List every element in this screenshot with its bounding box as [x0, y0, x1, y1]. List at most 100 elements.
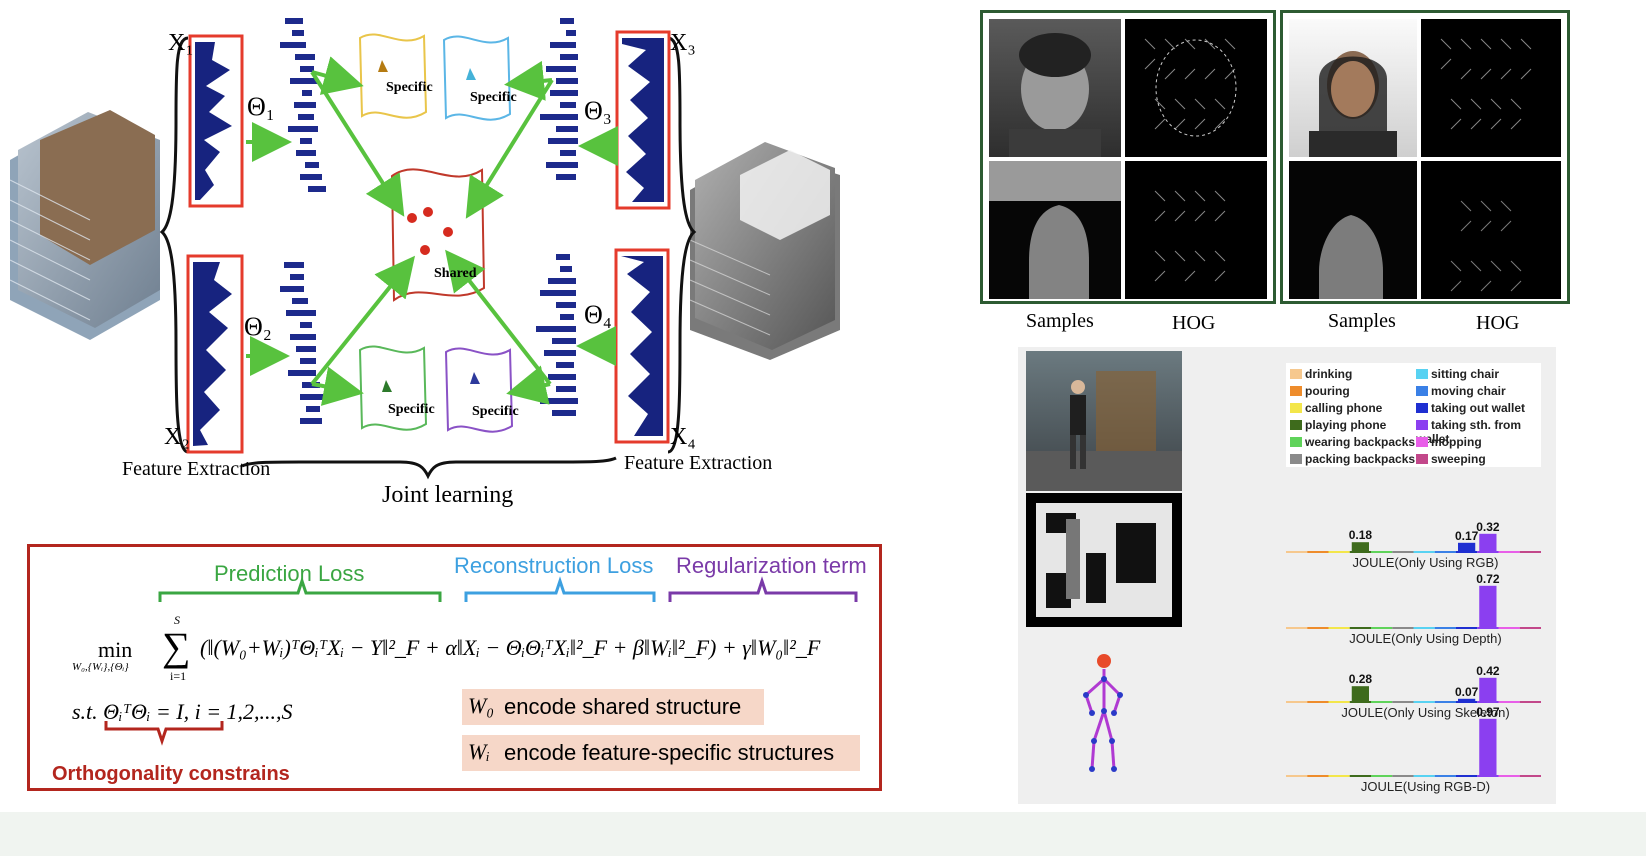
chart-baseline-segment — [1498, 551, 1520, 553]
chart-baseline-segment — [1307, 551, 1329, 553]
legend-swatch — [1290, 369, 1302, 379]
legend-label: sweeping — [1431, 452, 1486, 466]
projection-histograms — [280, 18, 578, 424]
chart-baseline-segment — [1392, 627, 1414, 629]
prediction-loss-label: Prediction Loss — [214, 561, 365, 586]
sample-depth-1 — [989, 161, 1121, 299]
legend-item: taking out wallet — [1416, 401, 1525, 415]
diagram-canvas — [9, 18, 840, 480]
chart-baseline-segment — [1392, 551, 1414, 553]
legend-label: calling phone — [1305, 401, 1383, 415]
chart-bar — [1479, 718, 1497, 777]
legend-label: wearing backpacks — [1305, 435, 1416, 449]
specific-marker-3 — [466, 68, 476, 80]
chart-baseline-segment — [1371, 775, 1393, 777]
chart-value-label: 0.18 — [1349, 528, 1373, 542]
chart-baseline-segment — [1498, 775, 1520, 777]
chart-bar — [1479, 677, 1497, 703]
objective-expression: (‖(W₀+Wᵢ)ᵀΘᵢᵀXᵢ − Y‖²_F + α‖Xᵢ − ΘᵢΘᵢᵀXᵢ… — [200, 635, 821, 660]
chart-baseline-segment — [1286, 551, 1308, 553]
specific-label-3: Specific — [470, 90, 517, 105]
reconstruction-loss-label: Reconstruction Loss — [454, 553, 654, 578]
chart-baseline-segment — [1328, 551, 1350, 553]
chart-baseline-segment — [1413, 775, 1435, 777]
chart-baseline-segment — [1413, 551, 1435, 553]
chart-bar — [1351, 542, 1369, 553]
chart-baseline-segment — [1286, 627, 1308, 629]
sample-hog-depth-2 — [1421, 161, 1561, 299]
sample-rgb-2 — [1289, 19, 1417, 157]
chart-baseline-segment — [1392, 701, 1414, 703]
hist-1 — [280, 18, 326, 192]
chart-value-label: 0.32 — [1476, 520, 1500, 534]
chart-value-label: 0.28 — [1349, 672, 1373, 686]
w0-note: W₀ encode shared structure — [462, 689, 764, 725]
theta2-label: Θ₂ — [244, 312, 272, 341]
depth-video-stack — [689, 142, 840, 360]
specific-marker-2 — [382, 380, 392, 392]
chart-baseline-segment — [1307, 701, 1329, 703]
hist-3 — [540, 18, 578, 180]
legend-swatch — [1416, 420, 1428, 430]
flow-arrows — [246, 56, 618, 406]
legend-label: drinking — [1305, 367, 1353, 381]
feature-matrix-x1 — [188, 34, 244, 208]
chart-bar — [1479, 533, 1497, 553]
samples-label-2: Samples — [1328, 310, 1396, 332]
min-subscript: W₀,{Wᵢ},{Θᵢ} — [72, 661, 129, 673]
orthogonality-label: Orthogonality constrains — [52, 763, 290, 785]
skeleton-figure — [1083, 654, 1123, 772]
chart-bar — [1479, 585, 1497, 629]
hog-samples-panel: Samples HOG Samples HOG — [980, 10, 1640, 340]
legend-label: pouring — [1305, 384, 1350, 398]
chart-value-label: 0.72 — [1476, 572, 1500, 586]
hog-label-2: HOG — [1476, 312, 1520, 334]
legend-item: moving chair — [1416, 384, 1506, 398]
right-brace — [667, 36, 697, 454]
chart-baseline-segment — [1371, 551, 1393, 553]
rgb-video-stack — [9, 110, 160, 340]
chart-bar — [1351, 686, 1369, 703]
hist-2 — [280, 262, 324, 424]
feature-extraction-left: Feature Extraction — [122, 458, 271, 480]
specific-label-2: Specific — [388, 402, 435, 417]
sample-rgb-1 — [989, 19, 1121, 157]
left-brace — [159, 36, 189, 454]
chart-baseline-segment — [1349, 627, 1371, 629]
legend-item: mopping — [1416, 435, 1482, 449]
specific-space-1 — [358, 33, 428, 119]
sample-hog-1 — [1125, 19, 1267, 157]
chart-baseline-segment — [1286, 775, 1308, 777]
legend-label: sitting chair — [1431, 367, 1500, 381]
sample-depth-2 — [1289, 161, 1417, 299]
chart-baseline-segment — [1434, 627, 1456, 629]
chart-baseline-segment — [1413, 627, 1435, 629]
chart-caption: JOULE(Only Using Skeleton) — [1341, 705, 1509, 720]
legend-item: sitting chair — [1416, 367, 1499, 381]
chart-baseline-segment — [1434, 551, 1456, 553]
feature-matrix-x4 — [614, 248, 670, 444]
chart-baseline-segment — [1413, 701, 1435, 703]
chart-bar — [1458, 698, 1476, 703]
chart-baseline-segment — [1328, 701, 1350, 703]
legend-swatch — [1290, 437, 1302, 447]
chart-caption: JOULE(Only Using Depth) — [1349, 631, 1501, 646]
feature-matrix-x2 — [186, 254, 244, 454]
legend-label: taking out wallet — [1431, 401, 1526, 415]
shared-label: Shared — [434, 266, 477, 281]
hist-4 — [536, 254, 578, 416]
chart-baseline-segment — [1456, 775, 1478, 777]
specific-marker-1 — [378, 60, 388, 72]
x4-label: X₄ — [670, 424, 696, 450]
theta1-label: Θ₁ — [247, 92, 275, 121]
legend-item: sweeping — [1416, 452, 1486, 466]
legend-swatch — [1416, 386, 1428, 396]
chart-baseline-segment — [1519, 775, 1541, 777]
legend-swatch — [1290, 454, 1302, 464]
specific-space-3 — [442, 35, 512, 121]
chart-baseline-segment — [1456, 627, 1478, 629]
legend-swatch — [1416, 403, 1428, 413]
specific-space-2 — [358, 345, 428, 431]
wi-note: Wᵢ encode feature-specific structures — [462, 735, 860, 771]
chart-baseline-segment — [1328, 627, 1350, 629]
